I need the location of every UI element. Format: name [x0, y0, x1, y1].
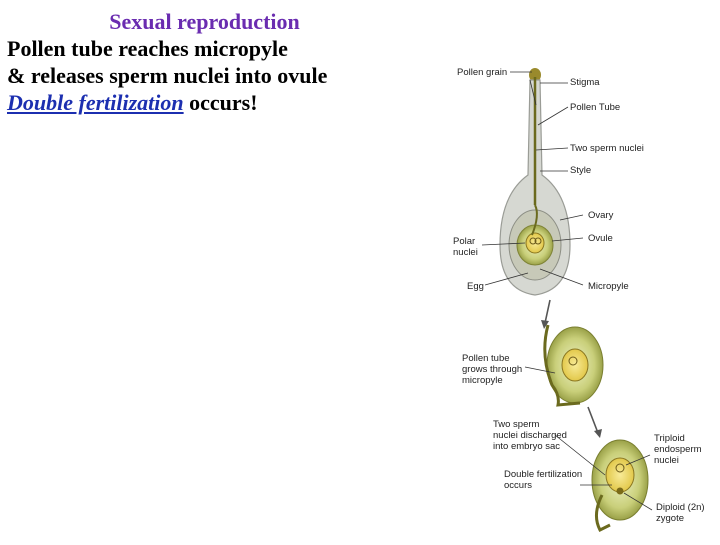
label-pollen-grain: Pollen grain — [457, 67, 508, 78]
arrow-step-2-head — [594, 429, 602, 438]
arrow-step-2 — [587, 406, 599, 434]
label-ovary: Ovary — [588, 210, 614, 221]
label-two-sperm-nuclei: Two sperm nuclei — [570, 143, 644, 154]
label-double-fertilization: Double fertilization occurs — [504, 469, 583, 491]
text-line-2: & releases sperm nuclei into ovule — [7, 63, 328, 88]
leader-stage-3 — [554, 434, 653, 511]
label-egg: Egg — [467, 281, 484, 292]
ovule-stage-2 — [543, 324, 604, 407]
arrow-step-1 — [544, 299, 551, 324]
text-line-3: Double fertilization occurs! — [7, 89, 437, 116]
double-fertilization-diagram: Pollen grain Stigma Pollen Tube Two sper… — [440, 55, 720, 540]
text-line-1: Pollen tube reaches micropyle — [7, 36, 288, 61]
label-style: Style — [570, 165, 592, 176]
label-pollen-tube-grows: Pollen tube grows through micropyle — [462, 353, 523, 386]
double-fertilization-link[interactable]: Double fertilization — [7, 90, 184, 115]
arrow-step-1-head — [541, 320, 549, 329]
label-pollen-tube: Pollen Tube — [570, 102, 621, 113]
label-two-sperm-discharged: Two sperm nuclei discharged into embryo … — [493, 419, 567, 452]
leader-stage-2 — [524, 366, 556, 374]
label-micropyle: Micropyle — [588, 281, 629, 292]
ovule-stage-3 — [591, 439, 649, 532]
leader-lines — [481, 71, 584, 286]
slide-text-block: Sexual reproduction Pollen tube reaches … — [7, 8, 437, 116]
label-diploid-zygote: Diploid (2n) zygote — [656, 502, 705, 524]
label-triploid-endosperm: Triploid endosperm nuclei — [654, 433, 702, 466]
text-line-3-rest: occurs! — [183, 90, 258, 115]
slide-title: Sexual reproduction — [109, 9, 300, 34]
label-stigma: Stigma — [570, 77, 600, 88]
diagram-illustration — [481, 68, 653, 532]
label-ovule: Ovule — [588, 233, 613, 244]
label-polar-nuclei: Polar nuclei — [453, 236, 478, 258]
